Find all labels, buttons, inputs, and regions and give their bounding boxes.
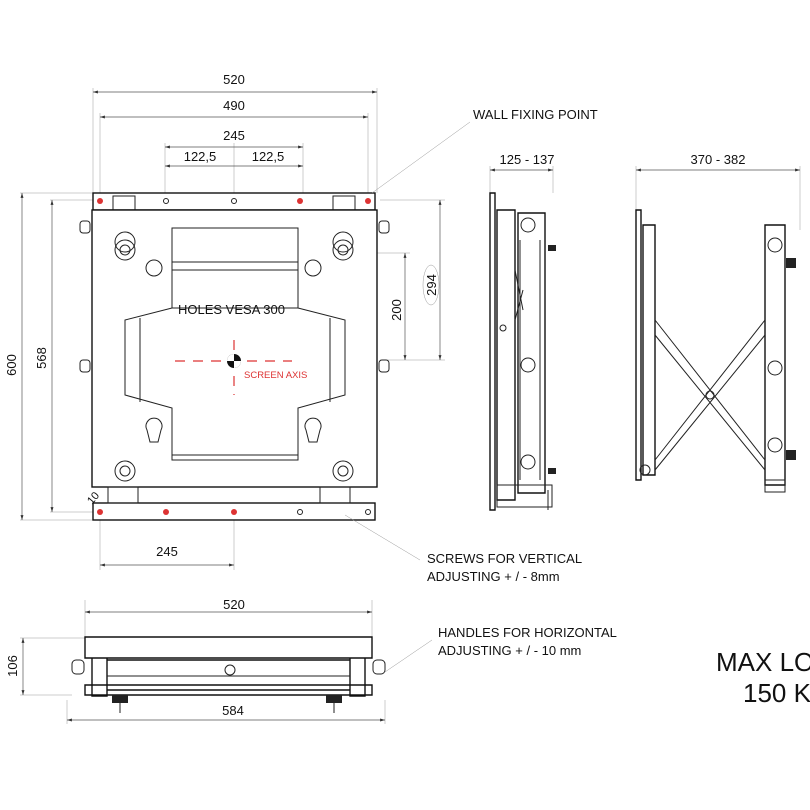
dim-depth-closed: 125 - 137 (500, 152, 555, 167)
dim-bottom-width-584: 584 (222, 703, 244, 718)
corner-rollers (114, 231, 354, 482)
callout-wall-fixing-point: WALL FIXING POINT (473, 107, 598, 122)
fixing-holes (97, 198, 371, 515)
side-handles (79, 220, 390, 373)
screen-axis-label: SCREEN AXIS (244, 370, 307, 381)
callout-handles-line2: ADJUSTING + / - 10 mm (438, 643, 581, 658)
callout-handles-line1: HANDLES FOR HORIZONTAL (438, 625, 617, 640)
bottom-view: 520 106 584 (5, 597, 386, 724)
dim-depth-open: 370 - 382 (691, 152, 746, 167)
dim-bottom-245: 245 (156, 544, 178, 559)
side-view-closed: 125 - 137 (489, 152, 556, 511)
callout-screws-line2: ADJUSTING + / - 8mm (427, 569, 560, 584)
dim-height-600: 600 (4, 354, 19, 376)
dim-200: 200 (389, 299, 404, 321)
dim-bottom-height-106: 106 (5, 655, 20, 677)
callout-screws-line1: SCREWS FOR VERTICAL (427, 551, 582, 566)
dim-height-568: 568 (34, 347, 49, 369)
dim-bottom-width-520: 520 (223, 597, 245, 612)
dim-half-left: 122,5 (184, 149, 217, 164)
dim-half-right: 122,5 (252, 149, 285, 164)
dim-width-490: 490 (223, 98, 245, 113)
side-view-open: 370 - 382 (635, 152, 801, 493)
dim-294: 294 (424, 274, 439, 296)
max-load-line1: MAX LOAD (716, 647, 810, 677)
front-view: HOLES VESA 300 SCREEN AXIS 520 490 245 1… (4, 72, 445, 570)
vesa-label: HOLES VESA 300 (178, 302, 285, 317)
dim-vesa-245: 245 (223, 128, 245, 143)
dim-width-520: 520 (223, 72, 245, 87)
max-load-line2: 150 KG (743, 678, 810, 708)
